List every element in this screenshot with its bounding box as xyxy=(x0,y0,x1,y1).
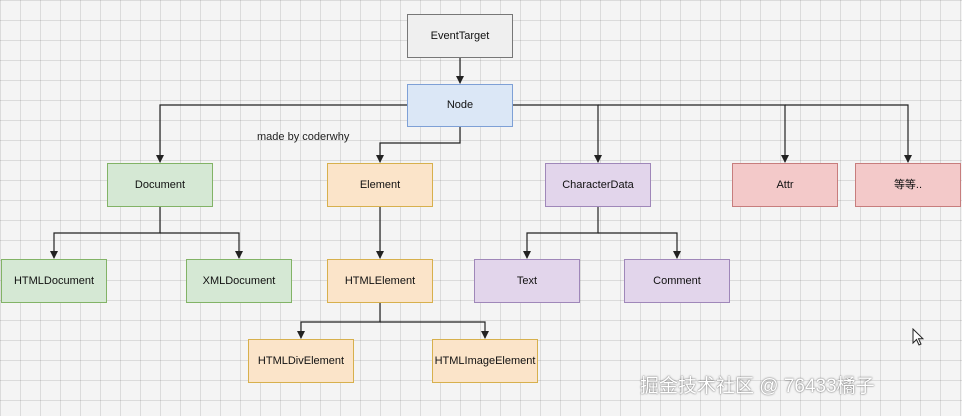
node-htmlelement: HTMLElement xyxy=(327,259,433,303)
credit-text: made by coderwhy xyxy=(257,131,350,143)
node-text-label: Text xyxy=(516,274,538,287)
node-document: Document xyxy=(107,163,213,207)
connector-node-characterdata xyxy=(513,104,602,163)
node-htmldivelement-label: HTMLDivElement xyxy=(257,354,345,367)
node-node: Node xyxy=(407,84,513,127)
node-eventtarget-label: EventTarget xyxy=(430,29,490,42)
node-etc: 等等.. xyxy=(855,163,961,207)
connector-document-htmldocument xyxy=(50,207,161,259)
connector-characterdata-text xyxy=(523,207,599,259)
connector-document-xmldocument xyxy=(160,232,243,259)
connector-node-etc xyxy=(785,104,912,163)
connector-node-element xyxy=(376,126,461,163)
node-element-label: Element xyxy=(359,178,401,191)
node-htmlimageelement-label: HTMLImageElement xyxy=(434,354,536,367)
node-attr-label: Attr xyxy=(776,178,794,191)
connector-node-document xyxy=(156,104,407,163)
node-htmlelement-label: HTMLElement xyxy=(344,274,416,287)
connector-node-attr xyxy=(598,104,789,163)
node-comment-label: Comment xyxy=(653,274,701,287)
node-xmldocument: XMLDocument xyxy=(186,259,292,303)
connector-htmlelement-htmldivelement xyxy=(297,303,381,339)
node-text: Text xyxy=(474,259,580,303)
connector-htmlelement-htmlimageelement xyxy=(380,321,489,339)
node-characterdata-label: CharacterData xyxy=(562,178,634,191)
node-xmldocument-label: XMLDocument xyxy=(202,274,276,287)
node-element: Element xyxy=(327,163,433,207)
connector-characterdata-comment xyxy=(598,232,681,259)
node-node-label: Node xyxy=(446,99,474,112)
node-document-label: Document xyxy=(134,178,186,191)
node-etc-label: 等等.. xyxy=(893,178,923,191)
node-characterdata: CharacterData xyxy=(545,163,651,207)
mouse-pointer-icon xyxy=(912,328,924,346)
node-htmldocument: HTMLDocument xyxy=(1,259,107,303)
node-htmlimageelement: HTMLImageElement xyxy=(432,339,538,383)
node-eventtarget: EventTarget xyxy=(407,14,513,58)
node-attr: Attr xyxy=(732,163,838,207)
node-htmldocument-label: HTMLDocument xyxy=(13,274,95,287)
watermark-text: 掘金技术社区 @ 76433橘子 xyxy=(640,376,875,397)
node-comment: Comment xyxy=(624,259,730,303)
node-htmldivelement: HTMLDivElement xyxy=(248,339,354,383)
